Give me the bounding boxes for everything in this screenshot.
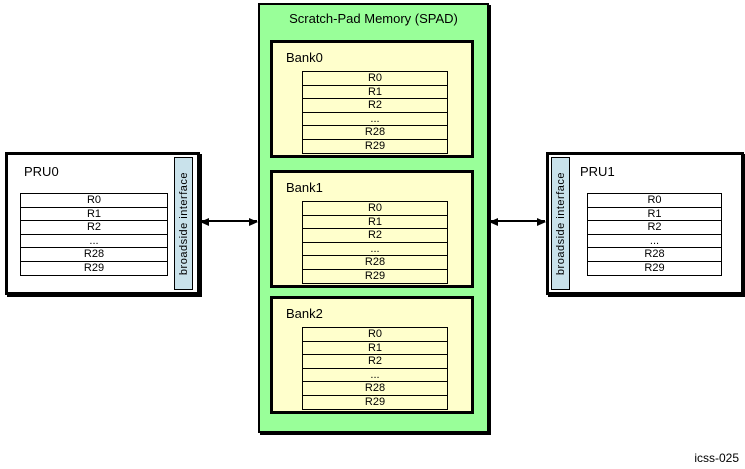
register-row: R2: [588, 221, 721, 235]
register-row: ...: [303, 243, 447, 257]
pru1-broadside-interface-label: broadside interface: [554, 171, 567, 276]
bank2-label: Bank2: [286, 306, 323, 321]
register-row: R28: [303, 126, 447, 140]
pru1-label: PRU1: [580, 164, 615, 179]
register-row: R29: [83, 261, 105, 274]
register-row: R28: [588, 248, 721, 262]
register-row: R28: [303, 382, 447, 396]
register-row: R29: [364, 395, 386, 408]
register-row: R1: [303, 86, 447, 100]
register-row: R29: [644, 261, 665, 274]
register-row: R29: [364, 269, 386, 282]
register-row: R28: [21, 248, 167, 262]
pru0-broadside-interface-label: broadside interface: [177, 171, 190, 276]
register-row: ...: [21, 235, 167, 249]
pru0-spad-double-arrow-icon: [200, 218, 258, 226]
figure-id: icss-025: [694, 451, 739, 465]
pru0-label: PRU0: [24, 164, 59, 179]
register-row: R2: [303, 355, 447, 369]
register-row: ...: [303, 113, 447, 127]
spad-pru1-double-arrow-icon: [489, 218, 546, 226]
register-row: R2: [303, 99, 447, 113]
register-row: R1: [21, 208, 167, 222]
register-row: R0: [303, 328, 447, 342]
register-row: R2: [21, 221, 167, 235]
register-row: R29: [364, 139, 386, 152]
pru0-broadside-interface: broadside interface: [174, 157, 193, 290]
bank1-label: Bank1: [286, 180, 323, 195]
register-row: R1: [303, 342, 447, 356]
register-row: R2: [303, 229, 447, 243]
register-row: R0: [21, 194, 167, 208]
pru1-broadside-interface: broadside interface: [551, 157, 570, 290]
register-row: R28: [303, 256, 447, 270]
register-row: R0: [303, 72, 447, 86]
register-row: R0: [588, 194, 721, 208]
register-row: R1: [303, 216, 447, 230]
register-row: ...: [303, 369, 447, 383]
register-row: R0: [303, 202, 447, 216]
register-row: ...: [588, 235, 721, 249]
register-row: R1: [588, 208, 721, 222]
bank0-label: Bank0: [286, 50, 323, 65]
spad-title: Scratch-Pad Memory (SPAD): [289, 11, 458, 26]
